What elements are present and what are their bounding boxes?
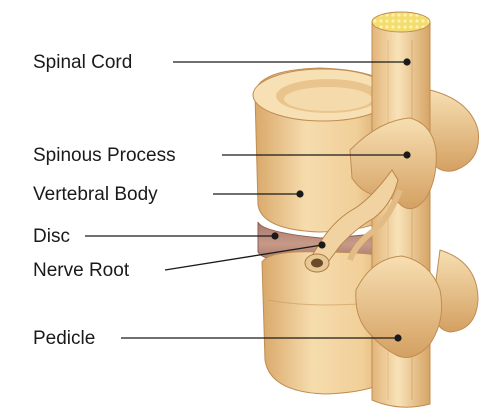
dot-pedicle: [394, 334, 401, 341]
dot-spinous-process: [403, 151, 410, 158]
label-nerve-root: Nerve Root: [33, 260, 130, 281]
vertebrae-illustration: [253, 12, 479, 407]
dot-spinal-cord: [403, 58, 410, 65]
dot-nerve-root: [318, 241, 325, 248]
label-vertebral-body: Vertebral Body: [33, 184, 158, 205]
label-spinal-cord: Spinal Cord: [33, 52, 132, 73]
label-pedicle: Pedicle: [33, 328, 95, 349]
label-spinous-process: Spinous Process: [33, 145, 176, 166]
labels: Spinal Cord Spinous Process Vertebral Bo…: [33, 52, 176, 349]
dot-disc: [271, 232, 278, 239]
label-disc: Disc: [33, 226, 70, 247]
dot-vertebral-body: [296, 190, 303, 197]
